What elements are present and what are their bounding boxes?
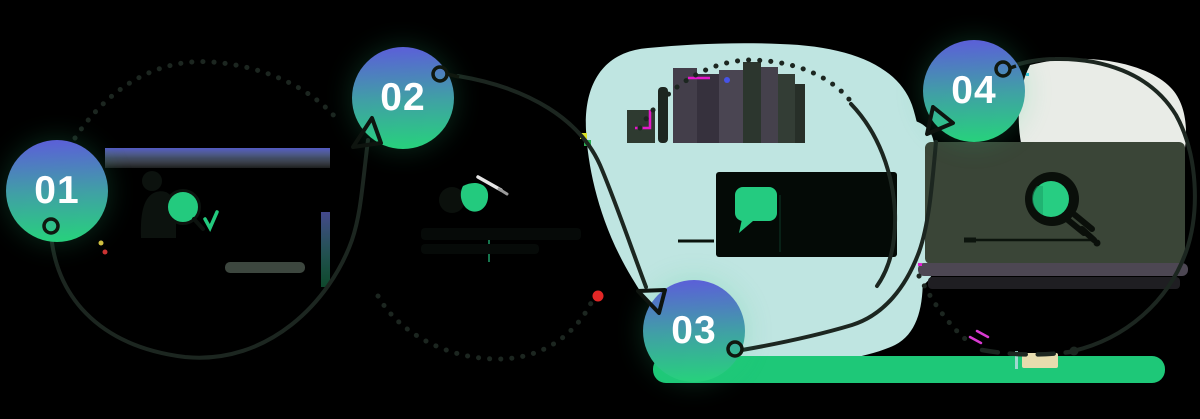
step-number: 01 [34,169,80,212]
solid-arc-step1 [49,138,370,360]
person-search-icon [98,171,305,273]
solid-arc-step4 [1011,56,1197,353]
dashed-arc-step4 [979,347,1073,357]
right-white-blob [1018,58,1187,149]
step-badge-02: 02 [352,47,454,149]
step-badge-03: 03 [643,280,745,382]
step-number: 03 [671,309,717,352]
dotted-arc-step1 [72,59,339,141]
dotted-arc-step3 [637,57,855,131]
lightbulb-icon [1025,172,1101,247]
step-number: 02 [380,76,426,119]
path-accents [592,290,990,345]
step-badge-01: 01 [6,140,108,242]
chat-bubble-icon [735,187,777,221]
red-accent-dot [592,290,604,302]
solid-arc-step3-to-4 [740,140,938,352]
solid-arc-step3 [849,102,898,288]
connector-curves [49,56,1197,362]
dotted-arc-step2 [375,293,595,362]
green-ground-band [653,351,1165,383]
chat-screen-illustration [678,172,897,257]
solid-arc-step2 [456,74,648,289]
pen-writing-icon [421,175,581,262]
step-badge-04: 04 [923,40,1025,142]
step1-glow-band [105,148,330,287]
step-number: 04 [951,69,997,112]
step2-text-line [421,228,581,240]
step1-text-line [225,262,305,273]
dotted-arc-step4 [916,273,973,346]
